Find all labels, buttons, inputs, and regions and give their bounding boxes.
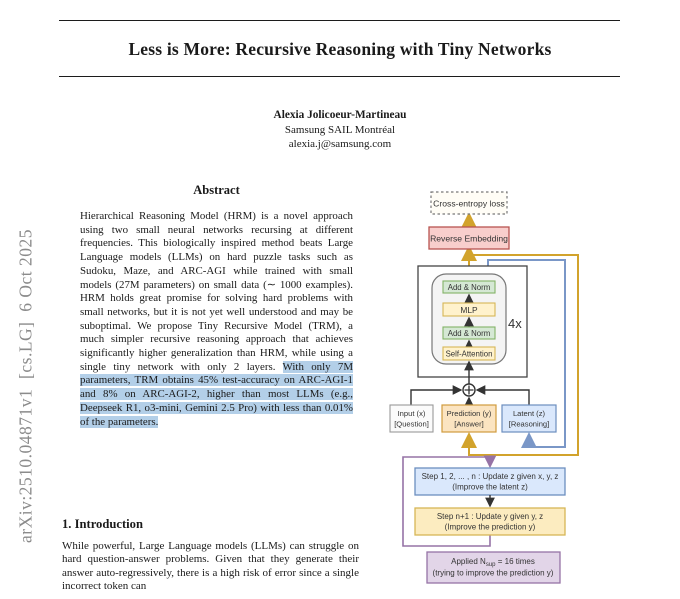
author-email: alexia.j@samsung.com xyxy=(288,138,392,151)
arrow-latent-to-sum xyxy=(475,385,530,405)
trm-architecture-figure: Cross-entropy loss Reverse Embedding Add… xyxy=(380,185,680,599)
svg-text:Step 1, 2, ... , n : Update z: Step 1, 2, ... , n : Update z given x, y… xyxy=(422,472,559,481)
purple-supervision-loop xyxy=(402,455,497,547)
author-name: Alexia Jolicoeur-Martineau xyxy=(273,109,407,121)
svg-text:Applied Nsup = 16 times: Applied Nsup = 16 times xyxy=(451,557,535,568)
author-affiliation: Samsung SAIL Montréal xyxy=(284,123,396,136)
svg-text:Add & Norm: Add & Norm xyxy=(448,329,490,338)
abstract-paragraph: Hierarchical Reasoning Model (HRM) is a … xyxy=(80,210,354,429)
arrow-input-to-sum xyxy=(410,385,463,405)
svg-text:Self-Attention: Self-Attention xyxy=(446,350,493,359)
gold-y-loop xyxy=(461,254,579,456)
section-heading-introduction: 1. Introduction xyxy=(62,517,143,531)
prediction-box: Prediction (y) [Answer] xyxy=(441,404,497,433)
latent-box: Latent (z) [Reasoning] xyxy=(501,404,557,433)
applied-nsup-box: Applied Nsup = 16 times (trying to impro… xyxy=(426,551,561,584)
reverse-embedding-box: Reverse Embedding xyxy=(428,226,510,250)
abstract-text: Hierarchical Reasoning Model (HRM) is a … xyxy=(80,210,353,373)
svg-text:Reverse Embedding: Reverse Embedding xyxy=(430,234,508,244)
svg-text:Add & Norm: Add & Norm xyxy=(448,283,490,292)
abstract-heading: Abstract xyxy=(193,183,240,197)
author-block: Alexia Jolicoeur-Martineau Samsung SAIL … xyxy=(0,108,680,152)
repeat-4x-label: 4x xyxy=(508,316,522,331)
self-attention-box: Self-Attention xyxy=(442,346,496,361)
add-norm-bottom-box: Add & Norm xyxy=(442,326,496,340)
introduction-paragraph: While powerful, Large Language models (L… xyxy=(62,540,359,593)
step-update-y-box: Step n+1 : Update y given y, z (Improve … xyxy=(414,507,566,536)
svg-text:MLP: MLP xyxy=(460,305,478,315)
svg-text:[Question]: [Question] xyxy=(394,420,429,429)
svg-text:Input (x): Input (x) xyxy=(398,409,426,418)
title-rule-top xyxy=(59,20,620,21)
svg-text:(Improve the prediction y): (Improve the prediction y) xyxy=(445,523,536,532)
svg-text:Step n+1 : Update y given y, z: Step n+1 : Update y given y, z xyxy=(437,512,543,521)
paper-title: Less is More: Recursive Reasoning with T… xyxy=(128,39,552,59)
trm-architecture-svg: Cross-entropy loss Reverse Embedding Add… xyxy=(389,191,579,584)
cross-entropy-loss-box: Cross-entropy loss xyxy=(430,191,508,215)
svg-text:Cross-entropy loss: Cross-entropy loss xyxy=(433,199,505,209)
add-norm-top-box: Add & Norm xyxy=(442,280,496,294)
mlp-box: MLP xyxy=(442,302,496,317)
step-update-z-box: Step 1, 2, ... , n : Update z given x, y… xyxy=(414,467,566,496)
svg-text:(Improve the latent z): (Improve the latent z) xyxy=(452,483,528,492)
svg-text:[Reasoning]: [Reasoning] xyxy=(509,420,550,429)
title-rule-bottom xyxy=(59,76,620,77)
svg-text:[Answer]: [Answer] xyxy=(454,420,484,429)
svg-text:Prediction (y): Prediction (y) xyxy=(447,409,492,418)
svg-text:(trying to improve the predict: (trying to improve the prediction y) xyxy=(433,569,554,578)
sum-junction-icon xyxy=(462,383,476,397)
blue-z-loop xyxy=(487,259,566,448)
input-box: Input (x) [Question] xyxy=(389,404,434,433)
svg-text:Latent (z): Latent (z) xyxy=(513,409,546,418)
arxiv-watermark: arXiv:2510.04871v1 [cs.LG] 6 Oct 2025 xyxy=(15,228,36,544)
